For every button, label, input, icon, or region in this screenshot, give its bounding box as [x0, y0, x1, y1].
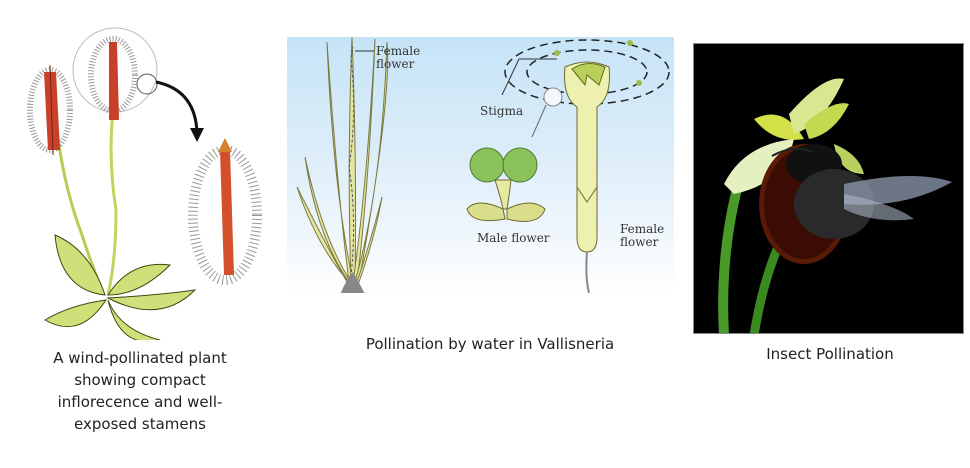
insect-pollination-caption: Insect Pollination: [766, 345, 894, 363]
female-flower-top-label-2: flower: [376, 57, 415, 71]
wind-plant-icon: [27, 27, 262, 343]
female-flower-right-label: Female: [620, 222, 664, 236]
caption-line: exposed stamens: [74, 415, 206, 433]
caption-line: A wind-pollinated plant: [53, 349, 227, 367]
insect-pollination-photo: [693, 43, 964, 334]
stigma-label: Stigma: [480, 104, 523, 118]
female-flower-right-label-2: flower: [620, 235, 659, 249]
vallisneria-icon: Female flower Stigma Male flower Female …: [296, 36, 670, 302]
wind-pollinated-plant-figure: [20, 20, 270, 343]
bee-on-orchid-icon: [694, 44, 963, 333]
water-pollination-caption: Pollination by water in Vallisneria: [365, 335, 615, 353]
female-flower-top-label: Female: [376, 44, 420, 58]
vallisneria-diagram: Female flower Stigma Male flower Female …: [287, 36, 674, 302]
caption-line: inflorecence and well-: [57, 393, 223, 411]
male-flower-label: Male flower: [477, 231, 550, 245]
wind-plant-caption: A wind-pollinated plant showing compact …: [10, 347, 270, 435]
caption-line: showing compact: [74, 371, 206, 389]
